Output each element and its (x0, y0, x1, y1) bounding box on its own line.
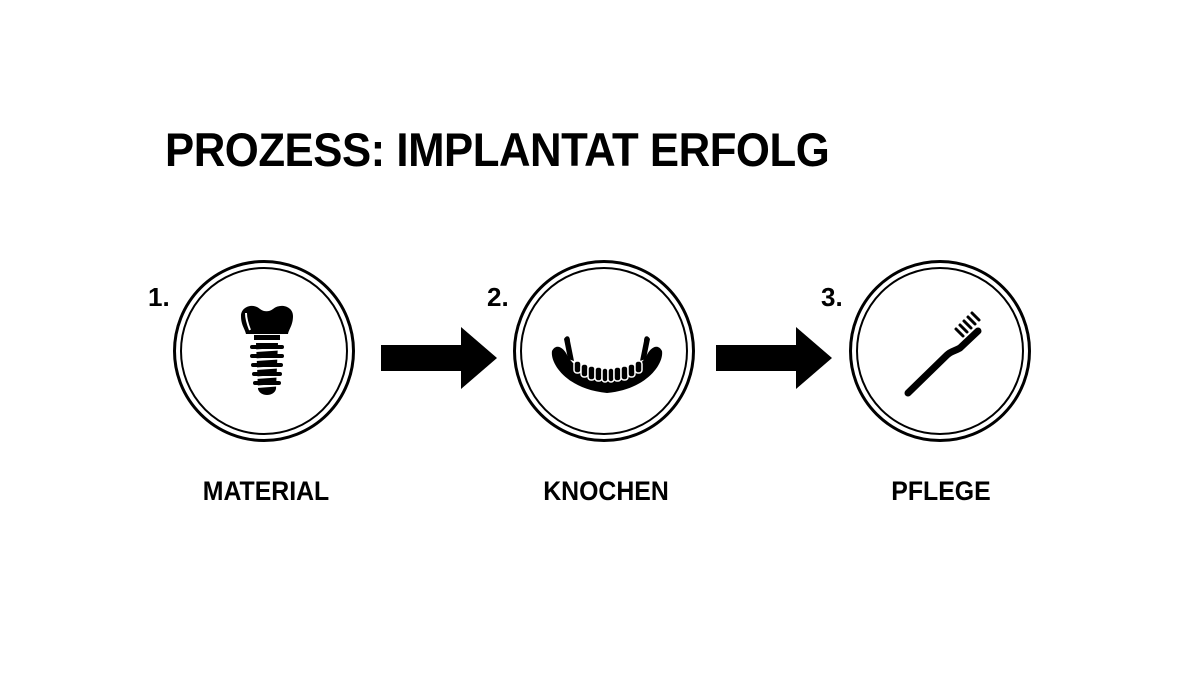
step-3-circle (849, 260, 1031, 442)
step-3-label: PFLEGE (891, 476, 991, 506)
arrow-right-icon (716, 327, 832, 389)
step-2-circle (513, 260, 695, 442)
toothbrush-icon (904, 311, 982, 397)
step-2-number: 2. (487, 282, 509, 312)
step-2-label: KNOCHEN (543, 476, 669, 506)
jaw-bone-icon (551, 336, 663, 393)
step-1-number: 1. (148, 282, 170, 312)
step-1-label: MATERIAL (202, 476, 330, 506)
diagram-title: PROZESS: IMPLANTAT ERFOLG (165, 123, 830, 176)
arrow-right-icon (381, 327, 497, 389)
step-3-number: 3. (821, 282, 843, 312)
step-1-circle (173, 260, 355, 442)
dental-implant-icon (241, 305, 293, 395)
